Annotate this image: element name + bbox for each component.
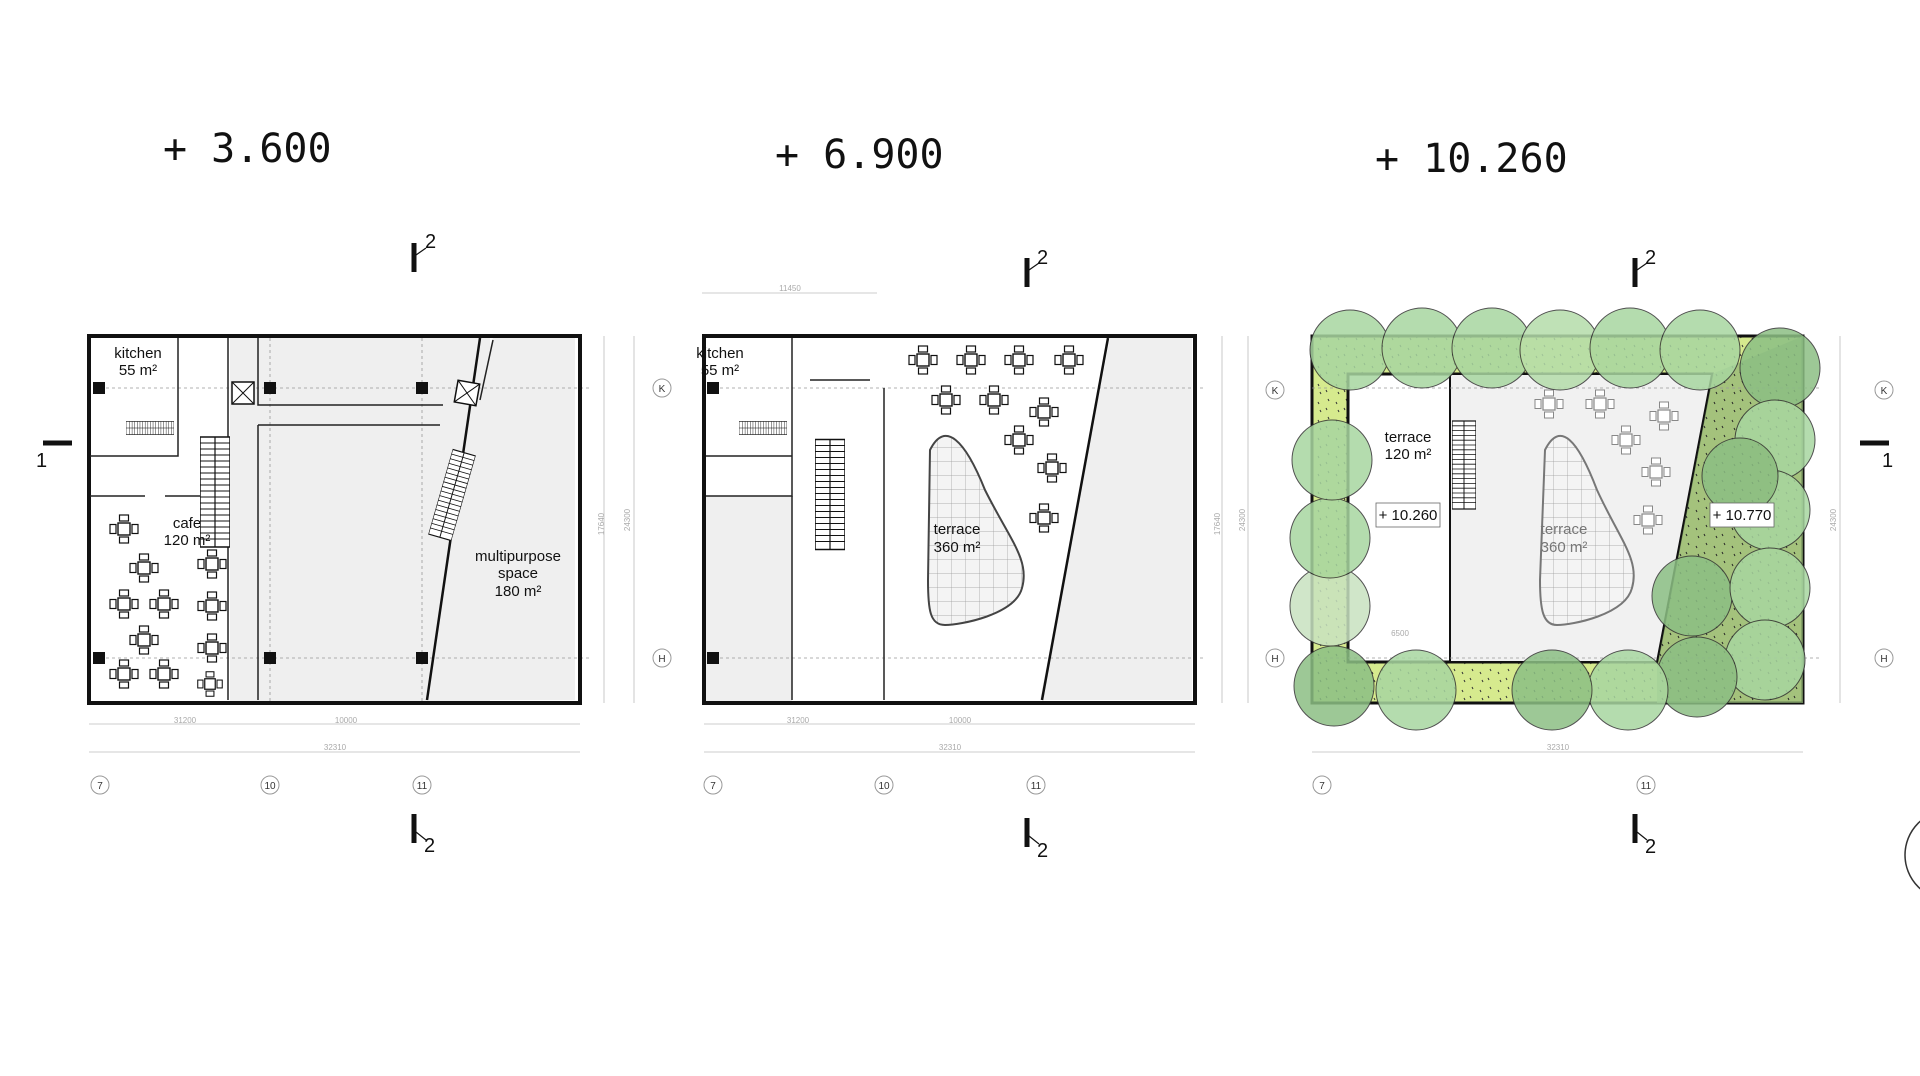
dimension: 17640 — [597, 512, 606, 535]
room-label: kitchen — [114, 345, 162, 362]
section-mark-top: 2 — [1632, 247, 1656, 287]
axis-label: H — [658, 654, 665, 665]
room-label: kitchen — [696, 345, 744, 362]
dimension: 10000 — [949, 716, 972, 725]
section-label: 1 — [36, 450, 47, 472]
axis-label: 10 — [264, 781, 276, 792]
dimension: 32310 — [1547, 743, 1570, 752]
section-mark-bottom: 2 — [411, 814, 435, 857]
plan-level-10260: 2 2 1 — [1289, 247, 1894, 858]
axis-label: H — [1880, 654, 1887, 665]
room-area: 55 m² — [119, 362, 157, 379]
axis-label: 7 — [710, 781, 716, 792]
room-label: terrace — [1385, 429, 1432, 446]
tree-outline — [1904, 820, 1920, 890]
dimension: 32310 — [939, 743, 962, 752]
dimension: 24300 — [623, 508, 632, 531]
axis-label: 11 — [1641, 781, 1652, 792]
axis-label: H — [1271, 654, 1278, 665]
section-label: 2 — [1037, 247, 1048, 269]
dimension: 31200 — [787, 716, 810, 725]
section-label: 2 — [424, 835, 435, 857]
room-label: terrace — [934, 521, 981, 538]
room-label: cafe — [173, 515, 201, 532]
axis-label: 11 — [1031, 781, 1042, 792]
section-mark-bottom: 2 — [1024, 818, 1048, 862]
section-label: 2 — [1645, 247, 1656, 269]
level-mark: + 10.770 — [1713, 507, 1772, 524]
room-label: multipurpose — [475, 548, 561, 565]
axis-label: 7 — [1319, 781, 1325, 792]
level-title-2: + 6.900 — [775, 132, 944, 178]
section-mark-left: 1 — [36, 440, 72, 472]
level-title-3: + 10.260 — [1375, 136, 1568, 182]
axis-label: 7 — [97, 781, 103, 792]
dimension: 24300 — [1238, 508, 1247, 531]
section-label: 1 — [1882, 450, 1893, 472]
room-area: 120 m² — [1385, 446, 1432, 463]
section-mark-bottom: 2 — [1632, 814, 1656, 858]
room-area: 55 m² — [701, 362, 739, 379]
dimension: 17640 — [1213, 512, 1222, 535]
section-label: 2 — [425, 231, 436, 253]
level-title-1: + 3.600 — [163, 126, 332, 172]
outer-wall — [702, 334, 1197, 705]
section-mark-top: 2 — [411, 231, 436, 272]
level-mark: + 10.260 — [1379, 507, 1438, 524]
axis-label: 11 — [417, 781, 428, 792]
section-label: 2 — [1037, 840, 1048, 862]
section-mark-top: 2 — [1024, 247, 1048, 287]
axis-label: K — [1272, 386, 1279, 397]
plan-level-6900: 2 2 11450 k — [696, 247, 1285, 862]
dimension: 31200 — [174, 716, 197, 725]
room-label: terrace — [1541, 521, 1588, 538]
dimension: 24300 — [1829, 508, 1838, 531]
room-area: 120 m² — [164, 532, 211, 549]
room-area: 180 m² — [495, 583, 542, 600]
section-label: 2 — [1645, 836, 1656, 858]
dimension: 32310 — [324, 743, 347, 752]
dimension: 10000 — [335, 716, 358, 725]
dimension: 11450 — [779, 284, 801, 293]
room-area: 360 m² — [934, 539, 981, 556]
axis-label: K — [659, 384, 666, 395]
section-mark-right: 1 — [1860, 440, 1893, 472]
axis-label: 10 — [878, 781, 890, 792]
room-label: space — [498, 565, 538, 582]
outer-wall — [87, 334, 582, 705]
axis-label: K — [1881, 386, 1888, 397]
room-area: 360 m² — [1541, 539, 1588, 556]
tree-canopy — [1289, 307, 1821, 731]
plan-level-3600: 2 2 1 — [36, 231, 672, 857]
dimension: 6500 — [1391, 629, 1409, 638]
